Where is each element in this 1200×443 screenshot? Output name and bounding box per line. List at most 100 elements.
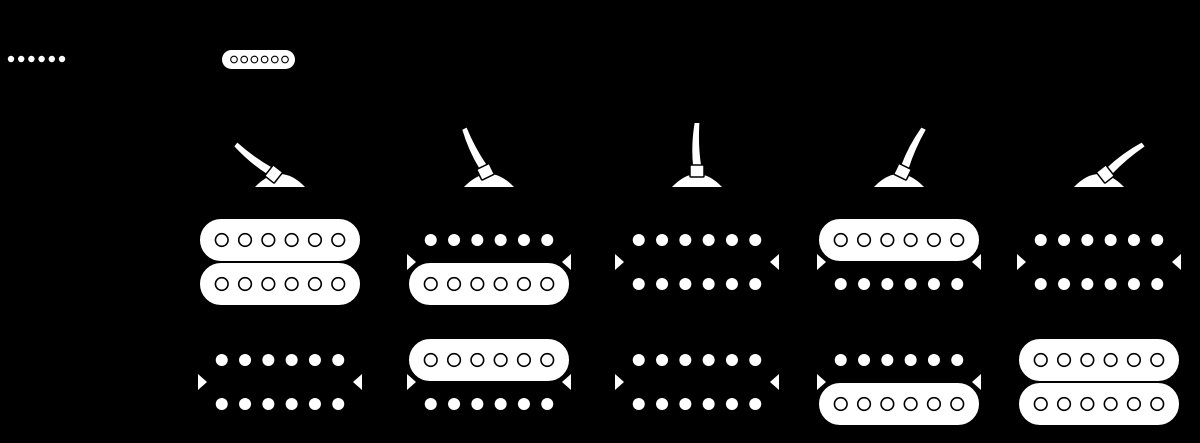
- pole-piece-open-6: [331, 276, 346, 292]
- switch-position-2: [407, 127, 571, 410]
- top-coil-active: [407, 337, 571, 383]
- pole-piece-dot-2: [448, 234, 461, 246]
- neck-humbucker: [1017, 234, 1181, 290]
- lever-shaft: [1107, 142, 1145, 174]
- legend-pole-4: [260, 55, 269, 64]
- legend-pole-2: [240, 55, 249, 64]
- legend-dot-3: [28, 55, 35, 63]
- pole-piece-open-3: [261, 232, 276, 248]
- pole-piece-dot-6: [749, 234, 762, 246]
- lever-shaft: [462, 127, 487, 169]
- pole-piece-open-4: [1103, 396, 1118, 412]
- pole-piece-dot-2: [656, 354, 669, 366]
- inactive-coil-legend-icon: [7, 55, 66, 63]
- lever-collar: [1095, 164, 1115, 184]
- coil-body: [1017, 381, 1181, 427]
- switch-position-5: [1017, 142, 1181, 427]
- pole-piece-dot-5: [1127, 234, 1140, 246]
- right-notch: [770, 254, 779, 270]
- pole-piece-open-3: [880, 232, 895, 248]
- pole-piece-dot-1: [632, 234, 645, 246]
- pole-piece-open-3: [1080, 352, 1095, 368]
- pole-piece-dot-6: [749, 398, 762, 410]
- pole-piece-dot-4: [494, 234, 507, 246]
- pole-piece-open-3: [1080, 396, 1095, 412]
- lever-collar: [893, 162, 912, 181]
- neck-humbucker: [817, 217, 981, 290]
- switch-base: [672, 174, 722, 187]
- pole-piece-dot-4: [702, 234, 715, 246]
- coil-split-marker: [407, 374, 571, 390]
- active-coil-legend-icon: [222, 50, 295, 69]
- pole-piece-dot-5: [725, 234, 738, 246]
- pole-piece-dot-4: [904, 354, 917, 366]
- bridge-humbucker: [407, 337, 571, 410]
- switch-position-1: [198, 142, 362, 410]
- pole-piece-dot-2: [656, 234, 669, 246]
- pole-piece-dot-2: [656, 398, 669, 410]
- bottom-coil-inactive: [424, 398, 554, 410]
- pole-piece-open-2: [237, 232, 253, 248]
- pole-piece-dot-1: [424, 234, 437, 246]
- pole-piece-dot-1: [424, 398, 437, 410]
- top-coil-inactive: [632, 354, 762, 366]
- left-notch: [817, 254, 826, 270]
- pole-piece-dot-4: [702, 278, 715, 290]
- left-notch: [615, 374, 624, 390]
- pole-piece-dot-1: [632, 398, 645, 410]
- right-notch: [972, 254, 981, 270]
- pole-piece-dot-4: [1104, 278, 1117, 290]
- pole-piece-open-2: [856, 396, 872, 412]
- pole-piece-open-4: [903, 396, 918, 412]
- pole-piece-open-2: [237, 276, 253, 292]
- pole-piece-dot-3: [679, 354, 692, 366]
- bridge-humbucker: [198, 354, 362, 410]
- left-notch: [1017, 254, 1026, 270]
- pole-piece-dot-3: [1081, 278, 1094, 290]
- bottom-coil-active: [1017, 381, 1181, 427]
- pole-piece-dot-6: [749, 278, 762, 290]
- pole-piece-open-2: [446, 276, 462, 292]
- lever-collar: [689, 164, 705, 178]
- legend-pole-1: [230, 55, 238, 64]
- pole-piece-open-1: [1033, 396, 1048, 412]
- pole-piece-open-4: [493, 276, 508, 292]
- left-notch: [407, 374, 416, 390]
- bottom-coil-inactive: [632, 278, 762, 290]
- pole-piece-open-4: [903, 232, 918, 248]
- pole-piece-open-1: [1033, 352, 1048, 368]
- pole-piece-dot-4: [285, 398, 298, 410]
- pole-piece-dot-5: [308, 354, 321, 366]
- pole-piece-dot-6: [1151, 278, 1164, 290]
- coil-body: [817, 381, 981, 427]
- top-coil-inactive: [1034, 234, 1164, 246]
- left-notch: [198, 374, 207, 390]
- pole-piece-open-6: [950, 396, 965, 412]
- pole-piece-dot-5: [927, 278, 940, 290]
- pole-piece-dot-6: [1151, 234, 1164, 246]
- switch-arm: [1095, 142, 1145, 184]
- legend: [7, 50, 295, 69]
- switch-arm: [462, 127, 495, 181]
- pole-piece-dot-5: [927, 354, 940, 366]
- pole-piece-dot-2: [448, 398, 461, 410]
- bottom-coil-inactive: [834, 278, 964, 290]
- pole-piece-open-5: [926, 396, 942, 412]
- right-notch: [972, 374, 981, 390]
- pole-piece-open-2: [446, 352, 462, 368]
- legend-dot-5: [48, 55, 55, 63]
- coil-split-marker: [817, 374, 981, 390]
- pole-piece-dot-1: [632, 354, 645, 366]
- pole-piece-dot-3: [262, 398, 275, 410]
- pole-piece-dot-4: [702, 354, 715, 366]
- pole-piece-dot-6: [951, 278, 964, 290]
- pole-piece-dot-6: [332, 398, 345, 410]
- coil-body: [817, 217, 981, 263]
- bridge-humbucker: [817, 354, 981, 427]
- top-coil-inactive: [834, 354, 964, 366]
- left-notch: [817, 374, 826, 390]
- switch-lever-icon: [462, 127, 514, 187]
- pole-piece-open-2: [856, 232, 872, 248]
- pole-piece-dot-3: [1081, 234, 1094, 246]
- pole-piece-dot-2: [858, 278, 871, 290]
